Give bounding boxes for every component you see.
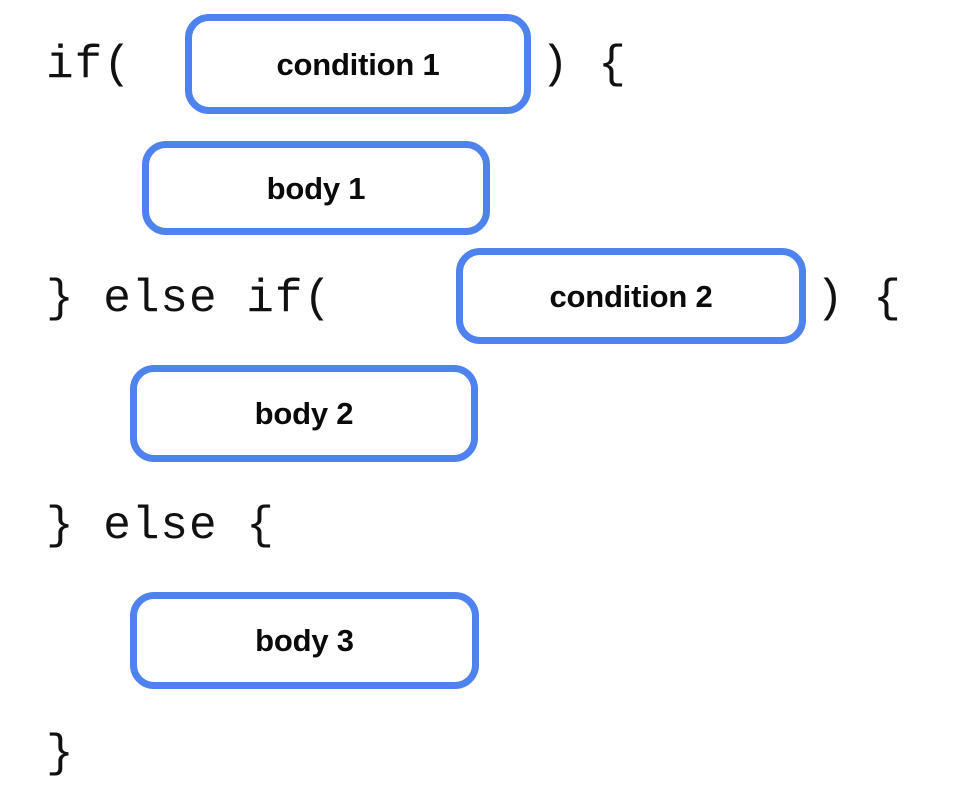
code-else-if-open: } else if(: [46, 273, 333, 325]
code-if-open: if(: [46, 39, 132, 91]
code-block-close-brace: }: [46, 728, 75, 780]
slot-body-2[interactable]: body 2: [130, 365, 478, 462]
code-else-open: } else {: [46, 500, 275, 552]
slot-condition-1-label: condition 1: [276, 46, 440, 82]
code-if-close-brace: ) {: [541, 39, 627, 91]
slot-body-1-label: body 1: [266, 170, 366, 206]
slot-body-1[interactable]: body 1: [142, 141, 490, 235]
slot-condition-2[interactable]: condition 2: [456, 248, 806, 344]
slot-body-3-label: body 3: [255, 623, 354, 658]
slot-condition-2-label: condition 2: [549, 278, 713, 314]
slot-body-3[interactable]: body 3: [130, 592, 479, 689]
slot-body-2-label: body 2: [254, 396, 354, 431]
slot-condition-1[interactable]: condition 1: [185, 14, 531, 114]
code-else-if-close-brace: ) {: [816, 273, 902, 325]
